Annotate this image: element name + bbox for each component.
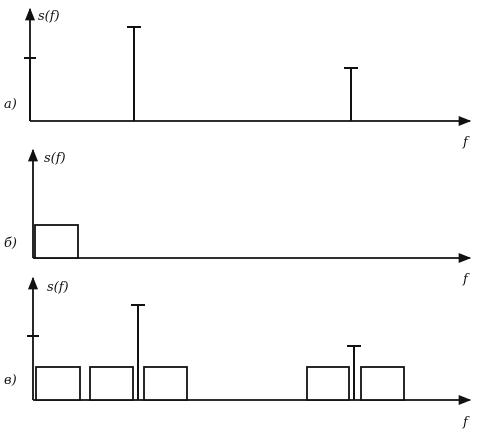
- panel-a: s(f) f а): [4, 7, 472, 150]
- panel-b: s(f) f б): [4, 148, 472, 287]
- panel-c-block-5: [360, 366, 405, 401]
- panel-c-block-1: [35, 366, 81, 401]
- panel-c-block-4: [306, 366, 350, 401]
- panel-b-label: б): [4, 236, 17, 251]
- panel-a-label: а): [4, 97, 17, 112]
- panel-c: s(f) f в): [4, 276, 472, 430]
- panel-b-spectrum-block: [34, 224, 79, 259]
- panel-c-label: в): [4, 373, 17, 388]
- panel-a-ylabel: s(f): [38, 9, 60, 24]
- panel-c-xlabel: f: [462, 415, 470, 430]
- panel-a-xlabel: f: [462, 135, 470, 150]
- panel-c-block-2: [89, 366, 134, 401]
- panel-b-ylabel: s(f): [44, 151, 66, 166]
- panel-c-block-3: [143, 366, 188, 401]
- panel-b-xlabel: f: [462, 272, 470, 287]
- panel-c-ylabel: s(f): [47, 280, 69, 295]
